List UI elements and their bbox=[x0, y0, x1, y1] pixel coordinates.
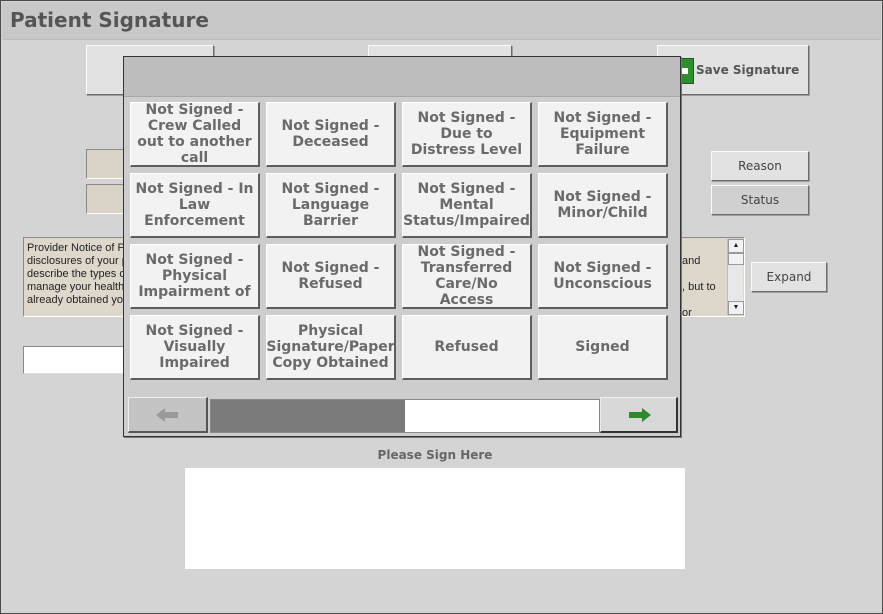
status-button[interactable]: Status bbox=[711, 185, 809, 215]
option-distress-level[interactable]: Not Signed - Due to Distress Level bbox=[402, 102, 532, 167]
option-language-barrier[interactable]: Not Signed - Language Barrier bbox=[266, 173, 396, 238]
option-crew-called-out[interactable]: Not Signed - Crew Called out to another … bbox=[130, 102, 260, 167]
next-page-button[interactable] bbox=[600, 397, 678, 433]
arrow-right-icon bbox=[627, 407, 651, 422]
option-deceased[interactable]: Not Signed - Deceased bbox=[266, 102, 396, 167]
scroll-up-icon[interactable]: ▲ bbox=[728, 239, 744, 253]
notice-line: Provider Notice of Pr bbox=[27, 242, 129, 254]
notice-line: describe the types of bbox=[27, 268, 129, 280]
option-transferred-care[interactable]: Not Signed - Transferred Care/No Access bbox=[402, 244, 532, 309]
option-mental-status[interactable]: Not Signed - Mental Status/Impaired bbox=[402, 173, 532, 238]
arrow-left-icon bbox=[155, 407, 180, 422]
field-box-2[interactable] bbox=[86, 184, 126, 214]
title-bar: Patient Signature bbox=[2, 2, 881, 40]
notice-right-line: or bbox=[682, 307, 692, 317]
notice-right-line: and bbox=[682, 255, 701, 267]
page-title: Patient Signature bbox=[10, 8, 209, 32]
option-minor-child[interactable]: Not Signed - Minor/Child bbox=[538, 173, 668, 238]
signature-pad[interactable] bbox=[185, 468, 685, 569]
option-refused[interactable]: Refused bbox=[402, 315, 532, 380]
reason-button[interactable]: Reason bbox=[711, 151, 809, 181]
scroll-thumb[interactable] bbox=[728, 253, 744, 265]
previous-page-button[interactable] bbox=[128, 397, 208, 433]
option-paper-copy-obtained[interactable]: Physical Signature/Paper Copy Obtained bbox=[266, 315, 396, 380]
scroll-down-icon[interactable]: ▼ bbox=[728, 301, 744, 315]
notice-line: already obtained you bbox=[27, 294, 130, 306]
option-unconscious[interactable]: Not Signed - Unconscious bbox=[538, 244, 668, 309]
option-equipment-failure[interactable]: Not Signed - Equipment Failure bbox=[538, 102, 668, 167]
page-progress-fill bbox=[211, 400, 405, 432]
expand-button[interactable]: Expand bbox=[751, 262, 827, 292]
text-input[interactable] bbox=[23, 346, 127, 374]
notice-line: manage your health bbox=[27, 281, 125, 293]
popup-header bbox=[124, 57, 680, 97]
notice-right-fragment: and , but to or has bbox=[682, 242, 726, 317]
option-signed[interactable]: Signed bbox=[538, 315, 668, 380]
option-physical-impairment[interactable]: Not Signed - Physical Impairment of bbox=[130, 244, 260, 309]
option-visually-impaired[interactable]: Not Signed -Visually Impaired bbox=[130, 315, 260, 380]
status-option-grid: Not Signed - Crew Called out to another … bbox=[130, 102, 670, 380]
option-not-signed-refused[interactable]: Not Signed - Refused bbox=[266, 244, 396, 309]
reason-label: Reason bbox=[738, 159, 782, 173]
notice-line: disclosures of your pr bbox=[27, 255, 132, 267]
page-progress-bar bbox=[210, 399, 600, 433]
status-label: Status bbox=[740, 193, 780, 207]
expand-label: Expand bbox=[766, 270, 812, 284]
notice-right-line: , but to bbox=[682, 281, 716, 293]
save-signature-label: Save Signature bbox=[696, 63, 800, 77]
signature-status-popup: Not Signed - Crew Called out to another … bbox=[123, 56, 681, 437]
notice-scrollbar[interactable]: ▲ ▼ bbox=[727, 239, 744, 315]
popup-pager bbox=[128, 397, 678, 434]
option-law-enforcement[interactable]: Not Signed - In Law Enforcement bbox=[130, 173, 260, 238]
field-box-1[interactable] bbox=[86, 149, 126, 179]
sign-here-label: Please Sign Here bbox=[377, 448, 493, 462]
